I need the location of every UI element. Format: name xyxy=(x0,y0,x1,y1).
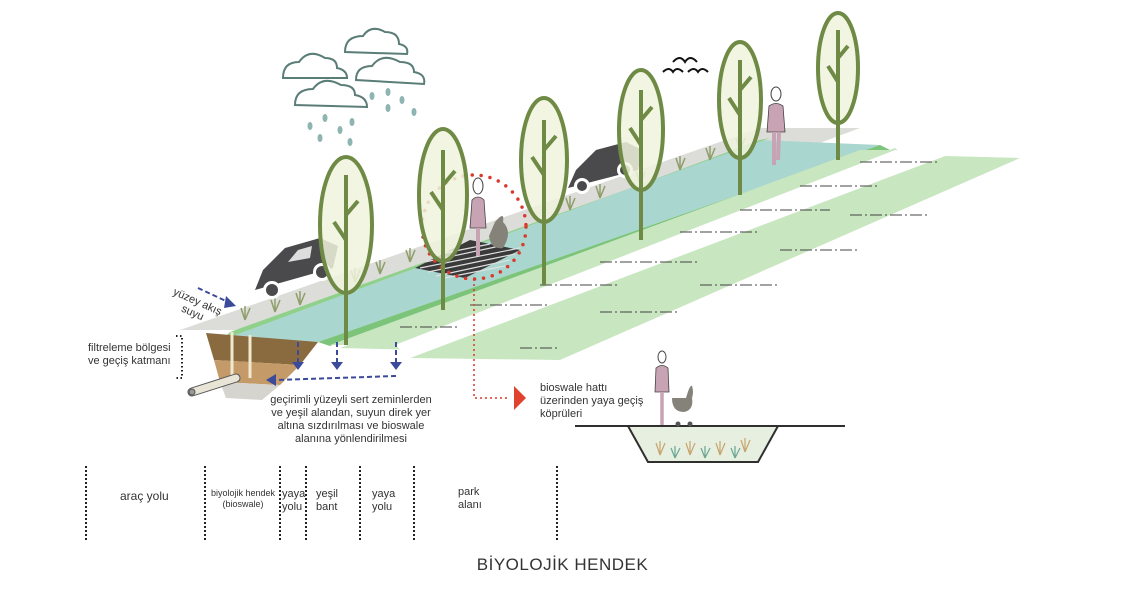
diagram-title: BİYOLOJİK HENDEK xyxy=(476,555,649,574)
bridge-line-1: bioswale hattı xyxy=(540,382,608,394)
zone-label-line: yolu xyxy=(282,501,303,513)
zone-separator xyxy=(85,466,87,540)
zone-separator xyxy=(204,466,206,540)
tree-icon xyxy=(717,40,763,195)
arrow-icon xyxy=(514,386,526,410)
green-band-main xyxy=(330,150,895,345)
pedestrian-icon xyxy=(766,86,786,165)
tree-icon xyxy=(318,155,374,345)
zone-label-line: yaya xyxy=(372,488,396,500)
pedestrian-icon xyxy=(469,177,487,256)
infiltration-line-1: geçirimli yüzeyli sert zeminlerden xyxy=(270,394,432,406)
zone-park-area: park alanı xyxy=(458,486,482,512)
infiltration-line-2: ve yeşil alandan, suyun direk yer xyxy=(271,407,431,419)
zone-walkway-1: yaya yolu xyxy=(282,488,305,514)
pedestrian-icon xyxy=(654,350,670,425)
bridge-line-3: köprüleri xyxy=(540,408,583,420)
bridge-leader-line xyxy=(473,279,511,399)
bridge-label: bioswale hattı üzerinden yaya geçiş köpr… xyxy=(540,382,643,421)
zone-label-line: alanı xyxy=(458,499,482,511)
filter-zone-line-1: filtreleme bölgesi xyxy=(88,342,171,354)
zone-separator xyxy=(279,466,281,540)
filter-bracket xyxy=(176,335,183,379)
arrow-icon xyxy=(197,287,397,381)
zone-label-line: yolu xyxy=(372,501,393,513)
zone-green-band: yeşil bant xyxy=(316,488,338,514)
zone-separator xyxy=(305,466,307,540)
rain-drop-icon xyxy=(307,88,417,146)
zone-separator xyxy=(556,466,558,540)
zone-label-line: biyolojik hendek xyxy=(210,488,276,498)
zone-label-line: araç yolu xyxy=(120,489,169,503)
infiltration-line-4: alanına yönlendirilmesi xyxy=(295,433,407,445)
stroller-icon xyxy=(672,385,693,427)
infiltration-line-3: altına sızdırılması ve bioswale xyxy=(277,420,425,432)
walkway-dashes xyxy=(400,161,940,349)
soil-section xyxy=(206,332,318,400)
bioswale-cross-section xyxy=(575,425,845,463)
bioswale-strip xyxy=(222,140,880,342)
bridge-line-2: üzerinden yaya geçiş xyxy=(540,395,644,407)
walkway-2 xyxy=(395,150,945,358)
arrow-heads xyxy=(224,296,402,386)
stroller-icon xyxy=(489,216,508,249)
zone-label-line: (bioswale) xyxy=(222,499,264,509)
zone-label-line: park xyxy=(458,486,480,498)
zone-bioswale: biyolojik hendek (bioswale) xyxy=(208,488,278,510)
drain-pipe-icon xyxy=(187,373,241,397)
zone-vehicle-road: araç yolu xyxy=(120,490,169,503)
zone-separator xyxy=(413,466,415,540)
zone-label-line: yeşil xyxy=(316,488,339,500)
filter-zone-line-2: ve geçiş katmanı xyxy=(88,355,171,367)
bird-icon xyxy=(662,57,709,74)
filter-zone-label: filtreleme bölgesi ve geçiş katmanı xyxy=(88,342,171,368)
zone-label-line: bant xyxy=(316,501,338,513)
tree-icon xyxy=(617,68,665,240)
infiltration-label: geçirimli yüzeyli sert zeminlerden ve ye… xyxy=(256,394,446,446)
zone-label-line: yaya xyxy=(282,488,306,500)
tree-icon xyxy=(519,96,569,285)
zone-separator xyxy=(359,466,361,540)
zone-walkway-2: yaya yolu xyxy=(372,488,395,514)
cloud-icon xyxy=(281,27,426,109)
tree-icon xyxy=(816,11,860,160)
park-area xyxy=(410,156,1020,360)
tree-icon xyxy=(417,127,469,310)
